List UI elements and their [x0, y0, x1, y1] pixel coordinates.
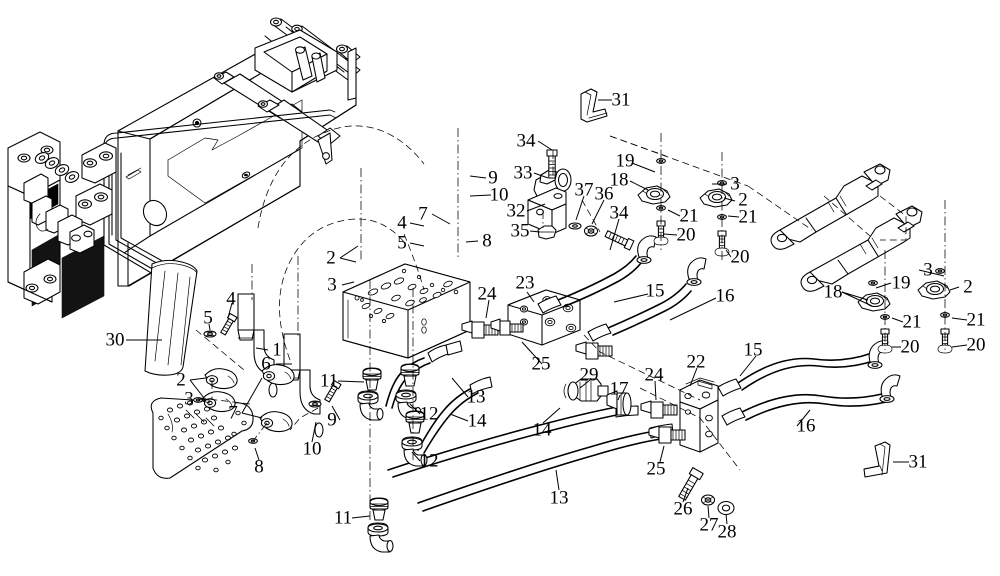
callout-28: 28 — [717, 521, 737, 543]
callout-22: 22 — [686, 351, 706, 373]
part-30-flap — [144, 259, 198, 376]
callout-20-c: 20 — [900, 336, 920, 358]
callout-32: 32 — [506, 200, 526, 222]
callout-35: 35 — [510, 220, 530, 242]
callout-3: 3 — [730, 173, 740, 195]
callout-17: 17 — [609, 378, 629, 400]
hose-16-lower — [721, 374, 901, 426]
callout-31: 31 — [611, 89, 631, 111]
callout-16-b: 16 — [796, 415, 816, 437]
callout-8: 8 — [482, 230, 492, 252]
part-3-perforated-plate — [150, 397, 254, 479]
callout-29: 29 — [579, 364, 599, 386]
callout-5: 5 — [397, 232, 407, 254]
part-23-manifold — [507, 289, 581, 346]
callout-25-a: 25 — [531, 353, 551, 375]
callout-20-d: 20 — [966, 334, 986, 356]
callout-34-lower: 34 — [609, 202, 629, 224]
callout-8-lower: 8 — [254, 456, 264, 478]
assembly-centerlines — [195, 125, 946, 520]
part-1-tube — [237, 293, 278, 398]
callout-21-d: 21 — [966, 309, 986, 331]
callout-25-b: 25 — [646, 458, 666, 480]
callout-4-left: 4 — [226, 288, 236, 310]
hose-15-upper — [537, 235, 657, 314]
callout-7: 7 — [418, 203, 428, 225]
hardware-group-left — [193, 312, 342, 444]
callout-4: 4 — [397, 212, 407, 234]
callout-33: 33 — [513, 162, 533, 184]
hardware-35-37-36-34 — [537, 149, 635, 251]
callout-10-lower: 10 — [302, 438, 322, 460]
callout-11-a: 11 — [319, 370, 339, 392]
fittings-11-12 — [357, 363, 428, 553]
banjo-group-lower-left — [857, 280, 893, 354]
part-31-clip-lower — [863, 441, 891, 478]
callout-13-b: 13 — [549, 487, 569, 509]
callout-13-a: 13 — [466, 386, 486, 408]
callout-34: 34 — [516, 130, 536, 152]
leader-lines — [126, 99, 968, 525]
callout-3-left: 3 — [327, 274, 337, 296]
callout-12-b: 12 — [419, 450, 439, 472]
callout-18-lower: 18 — [823, 281, 843, 303]
callout-26: 26 — [673, 498, 693, 520]
adapters-24-25 — [461, 318, 686, 444]
callout-14-b: 14 — [532, 419, 552, 441]
callout-20-b: 20 — [730, 246, 750, 268]
callout-37: 37 — [574, 179, 594, 201]
callout-3-lower-left: 3 — [184, 388, 194, 410]
part-7-banjo-pair — [259, 364, 295, 433]
callout-18: 18 — [609, 169, 629, 191]
callout-23: 23 — [515, 272, 535, 294]
part-31-clip-upper — [580, 88, 608, 123]
callout-21-c: 21 — [902, 311, 922, 333]
part-29-coupler — [563, 378, 609, 402]
hardware-26-27-28 — [678, 467, 735, 516]
part-17-tee — [606, 390, 632, 416]
part-22-bracket — [679, 377, 719, 453]
callout-16-a: 16 — [715, 285, 735, 307]
callout-2-right: 2 — [963, 276, 973, 298]
hose-16-upper — [587, 257, 707, 342]
valve-block — [342, 263, 471, 359]
callout-2: 2 — [738, 189, 748, 211]
callout-31-lower: 31 — [908, 451, 928, 473]
callout-9-lower: 9 — [327, 409, 337, 431]
callout-2-left: 2 — [326, 247, 336, 269]
banjo-group-lower-right — [917, 268, 953, 354]
callout-6: 6 — [261, 353, 271, 375]
callout-1: 1 — [272, 339, 282, 361]
banjo-group-upper-right — [699, 180, 733, 257]
callout-5-left: 5 — [203, 307, 213, 329]
callout-21-a: 21 — [679, 205, 699, 227]
callout-11-b: 11 — [333, 507, 353, 529]
callout-24-b: 24 — [644, 364, 664, 386]
callout-15-a: 15 — [645, 280, 665, 302]
callout-15-b: 15 — [743, 339, 763, 361]
callout-19-lower: 19 — [891, 272, 911, 294]
callout-9: 9 — [488, 167, 498, 189]
callout-30: 30 — [105, 329, 125, 351]
callout-21-b: 21 — [738, 206, 758, 228]
frame-assembly — [7, 17, 361, 319]
callout-3-right: 3 — [923, 259, 933, 281]
cylinder-lower-right — [800, 205, 923, 292]
callout-24-a: 24 — [477, 283, 497, 305]
callout-20-a: 20 — [676, 224, 696, 246]
callout-7-lower: 7 — [228, 402, 238, 424]
callout-2-lower-left: 2 — [176, 369, 186, 391]
callout-12-a: 12 — [419, 403, 439, 425]
cylinder-upper-right — [770, 163, 891, 250]
callout-19: 19 — [615, 150, 635, 172]
callout-36: 36 — [594, 183, 614, 205]
callout-27: 27 — [699, 514, 719, 536]
callout-14-a: 14 — [467, 410, 487, 432]
hose-14 — [417, 376, 674, 512]
callout-10: 10 — [489, 184, 509, 206]
